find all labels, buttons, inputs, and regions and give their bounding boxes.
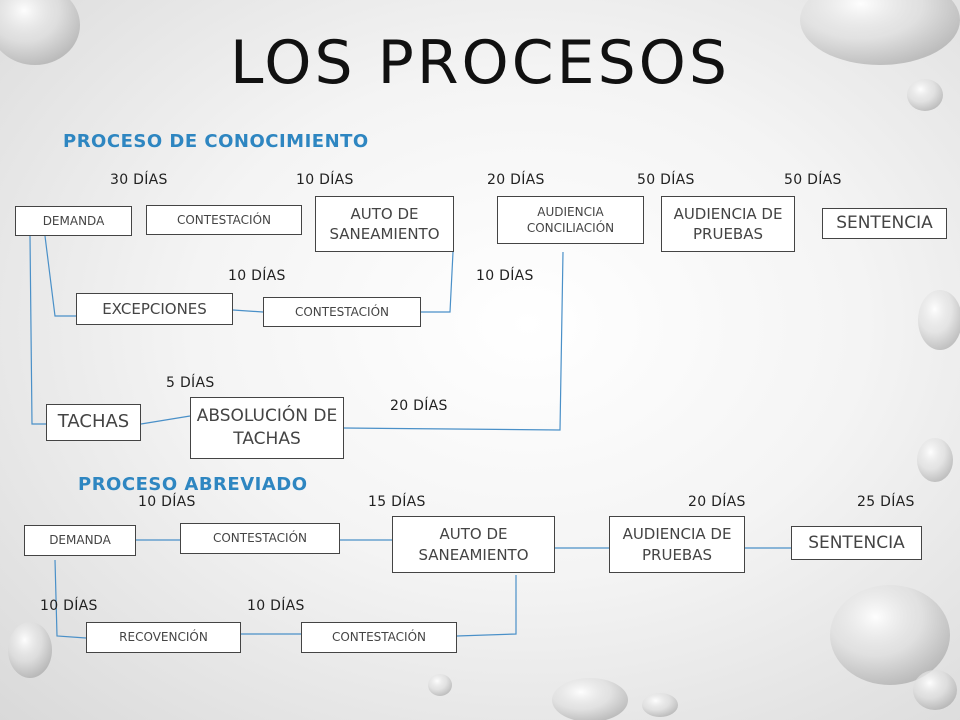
duration-label: 10 DÍAS [296,172,354,188]
drop-6 [830,585,950,685]
duration-label: 20 DÍAS [487,172,545,188]
step-tachas: TACHAS [46,404,141,441]
duration-label: 20 DÍAS [390,398,448,414]
step-auto-de-saneamiento: AUTO DE SANEAMIENTO [315,196,454,252]
duration-label: 50 DÍAS [784,172,842,188]
ab-step-auto-de-saneamiento: AUTO DE SANEAMIENTO [392,516,555,573]
ab-step-audiencia-de-pruebas: AUDIENCIA DE PRUEBAS [609,516,745,573]
drop-7 [913,670,957,710]
drop-1 [0,0,80,65]
section-heading-abreviado: PROCESO ABREVIADO [78,474,308,495]
duration-label: 5 DÍAS [166,375,215,391]
duration-label: 25 DÍAS [857,494,915,510]
connector-ab-demanda-reconvencion [54,559,87,639]
duration-label: 20 DÍAS [688,494,746,510]
drop-11 [8,622,52,678]
duration-label: 10 DÍAS [247,598,305,614]
duration-label: 50 DÍAS [637,172,695,188]
drop-9 [552,678,628,720]
drop-8 [428,674,452,696]
step-demanda: DEMANDA [15,206,132,236]
ab-step-sentencia: SENTENCIA [791,526,922,560]
step-contestacion-excepciones: CONTESTACIÓN [263,297,421,327]
ab-step-contestacion-reconvencion: CONTESTACIÓN [301,622,457,653]
duration-label: 10 DÍAS [228,268,286,284]
connector-demanda-excepciones [44,235,76,317]
step-audiencia-de-pruebas: AUDIENCIA DE PRUEBAS [661,196,795,252]
drop-5 [917,438,953,482]
ab-step-demanda: DEMANDA [24,525,136,556]
connector-excepciones-contestacion [232,309,264,313]
drop-4 [918,290,960,350]
drop-2 [800,0,960,65]
duration-label: 10 DÍAS [476,268,534,284]
duration-label: 10 DÍAS [40,598,98,614]
step-contestacion: CONTESTACIÓN [146,205,302,235]
page-title: LOS PROCESOS [230,28,730,98]
duration-label: 10 DÍAS [138,494,196,510]
duration-label: 15 DÍAS [368,494,426,510]
connector-absolucion-conciliacion [343,251,564,431]
connector-contestacion-auto [421,251,454,313]
drop-3 [907,79,943,111]
connector-demanda-tachas [29,235,46,425]
step-excepciones: EXCEPCIONES [76,293,233,325]
section-heading-conocimiento: PROCESO DE CONOCIMIENTO [63,131,369,152]
connector-tachas-absolucion [140,415,191,425]
step-absolucion-de-tachas: ABSOLUCIÓN DE TACHAS [190,397,344,459]
ab-step-contestacion: CONTESTACIÓN [180,523,340,554]
drop-10 [642,693,678,717]
connector-ab-contestacion-auto2 [456,575,517,637]
step-audiencia-conciliacion: AUDIENCIA CONCILIACIÓN [497,196,644,244]
step-sentencia: SENTENCIA [822,208,947,239]
ab-step-reconvencion: RECOVENCIÓN [86,622,241,653]
duration-label: 30 DÍAS [110,172,168,188]
